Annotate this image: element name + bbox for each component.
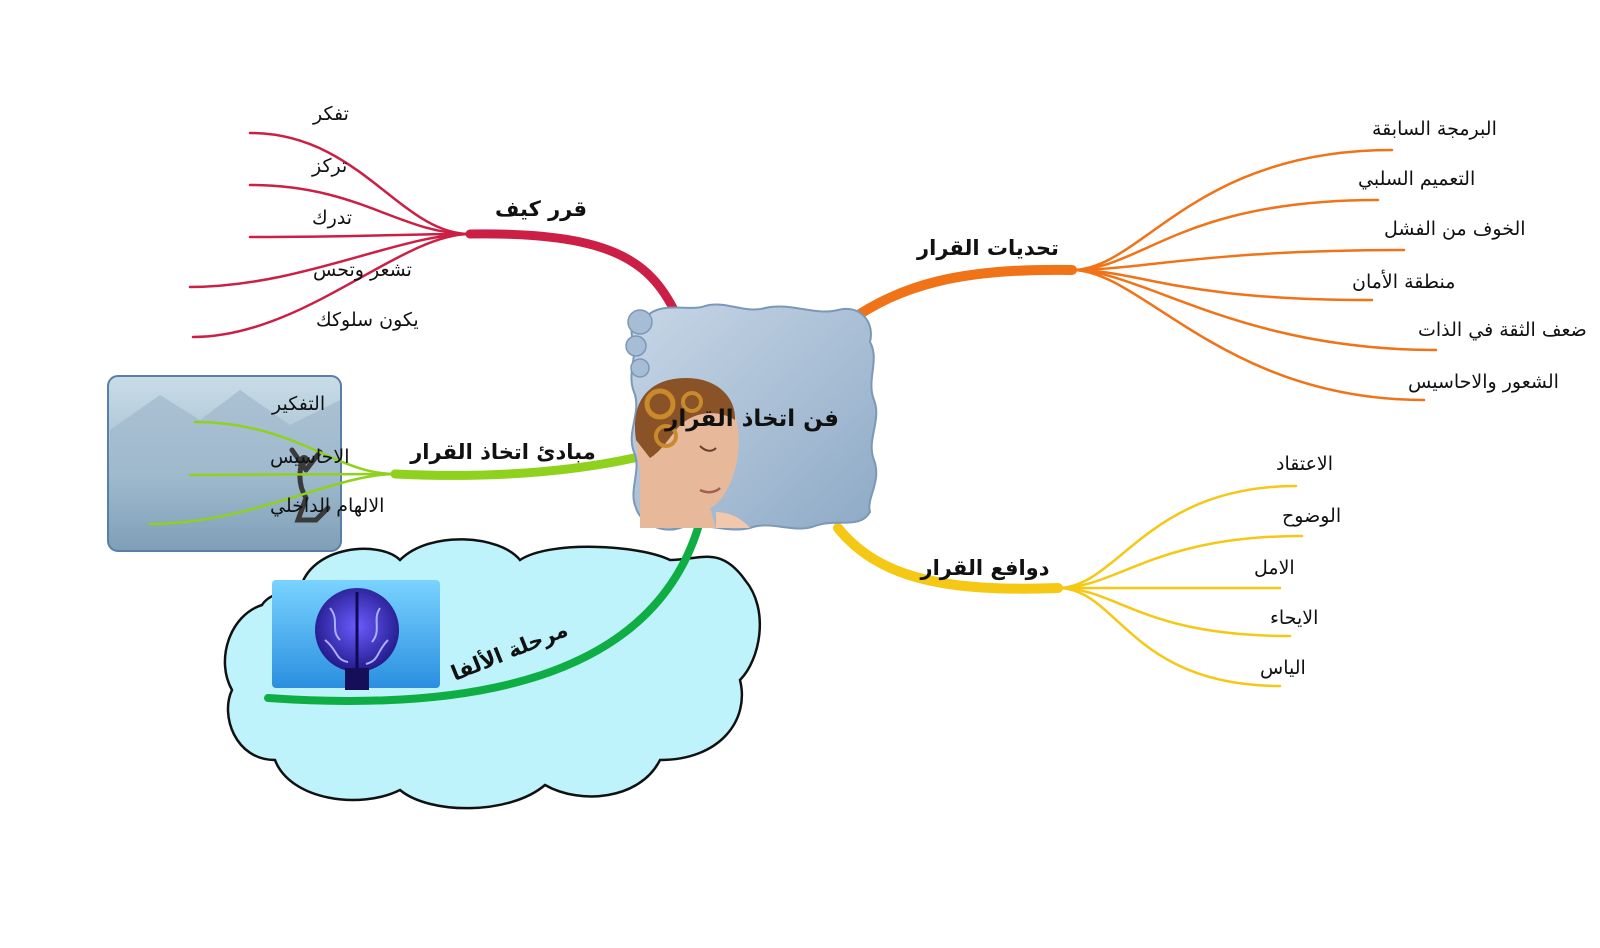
alpha-brain-panel [272, 580, 440, 690]
motives-item[interactable]: الوضوح [1282, 505, 1341, 527]
how-item[interactable]: يكون سلوكك [316, 309, 419, 331]
sub-connector-how [191, 232, 472, 339]
challenges-item[interactable]: التعميم السلبي [1358, 168, 1475, 190]
sub-branches [148, 131, 1438, 688]
branch-label-motives[interactable]: دوافع القرار [920, 556, 1050, 580]
center-node: فن اتخاذ القرار [625, 303, 878, 531]
sub-connector-motives [1056, 484, 1298, 590]
motives-item[interactable]: الياس [1260, 657, 1306, 679]
center-title: فن اتخاذ القرار [664, 406, 839, 432]
principles-item[interactable]: التفكير [271, 393, 325, 415]
branch-label-principles[interactable]: مبادئ اتخاذ القرار [409, 440, 596, 464]
sub-connector-principles [188, 472, 397, 477]
motives-item[interactable]: الامل [1254, 557, 1295, 579]
branch-connectors [264, 229, 1077, 705]
sub-connector-challenges [1070, 198, 1380, 272]
sub-connector-how [188, 232, 472, 289]
how-item[interactable]: تشعر وتحس [313, 259, 412, 281]
principles-image-panel [107, 375, 342, 552]
challenges-item[interactable]: ضعف الثقة في الذات [1418, 319, 1587, 341]
challenges-item[interactable]: الخوف من الفشل [1384, 218, 1526, 240]
how-item[interactable]: تركز [311, 155, 347, 177]
branch-label-how[interactable]: قرر كيف [495, 197, 587, 221]
sub-connector-how [248, 183, 472, 236]
challenges-item[interactable]: البرمجة السابقة [1372, 118, 1497, 140]
principles-item[interactable]: الاحاسيس [270, 446, 350, 468]
sub-connector-principles [193, 420, 397, 476]
principles-item[interactable]: الالهام الداخلي [270, 495, 384, 517]
motives-item[interactable]: الايحاء [1270, 607, 1318, 629]
sub-connector-motives [1056, 534, 1304, 590]
sub-connector-challenges [1070, 148, 1394, 272]
connector-motives [833, 523, 1063, 594]
connector-how [465, 229, 681, 319]
motives-item[interactable]: الاعتقاد [1276, 453, 1333, 475]
brain-icon [315, 588, 399, 690]
connector-challenges [843, 264, 1077, 327]
connector-principles [390, 453, 639, 480]
thinking-head-gears-icon [634, 378, 750, 528]
how-item[interactable]: تفكر [312, 103, 349, 125]
challenges-item[interactable]: منطقة الأمان [1352, 270, 1455, 293]
challenges-item[interactable]: الشعور والاحاسيس [1408, 371, 1559, 393]
sub-connector-motives [1056, 586, 1292, 638]
sub-connector-how [248, 232, 472, 239]
how-item[interactable]: تدرك [312, 207, 352, 229]
sub-connector-how [248, 131, 472, 236]
branch-label-challenges[interactable]: تحديات القرار [916, 236, 1059, 260]
sub-connector-principles [148, 472, 397, 526]
sub-connector-challenges [1070, 268, 1374, 302]
sub-connector-motives [1056, 586, 1282, 688]
mountain-jumper-image [289, 447, 331, 523]
connector-alpha [264, 524, 702, 705]
sub-connector-challenges [1070, 248, 1406, 272]
sub-connector-challenges [1070, 268, 1438, 352]
sub-connector-challenges [1070, 268, 1426, 402]
